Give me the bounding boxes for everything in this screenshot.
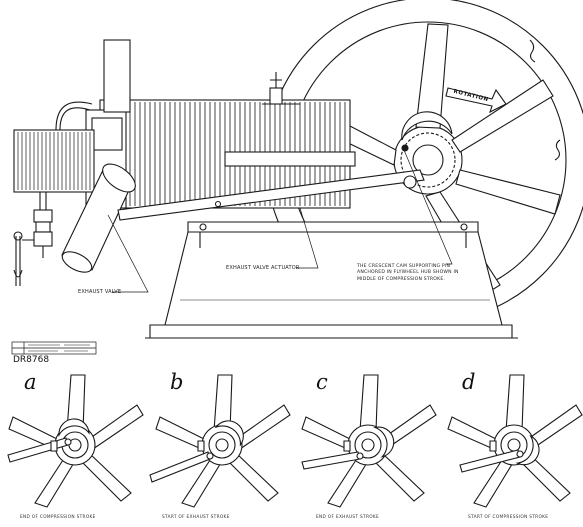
detail-view-c	[301, 374, 437, 508]
engine-base	[145, 221, 518, 339]
detail-caption-b: START OF EXHAUST STROKE	[162, 515, 230, 520]
crescent-cam-note: THE CRESCENT CAM SUPPORTING PIN ANCHORED…	[357, 264, 459, 282]
fuel-plumbing	[13, 101, 93, 286]
exhaust-valve-actuator-rod	[117, 169, 425, 221]
exhaust-valve-actuator-label: EXHAUST VALVE ACTUATOR	[226, 265, 300, 271]
detail-caption-d: START OF COMPRESSION STROKE	[468, 515, 549, 520]
drawing-number: DR8768	[13, 355, 50, 365]
detail-letter-d: d	[462, 370, 476, 394]
exhaust-valve-leader	[107, 214, 149, 293]
detail-views	[7, 374, 583, 508]
exhaust-valve-label: EXHAUST VALVE	[78, 289, 122, 295]
detail-view-a	[7, 374, 144, 508]
rotation-arrow	[445, 87, 507, 114]
detail-caption-c: END OF EXHAUST STROKE	[316, 515, 380, 520]
detail-view-b	[149, 374, 291, 508]
detail-letter-c: c	[316, 370, 328, 394]
detail-view-d	[447, 374, 583, 508]
crescent-leader	[403, 149, 453, 265]
cylinder	[13, 39, 356, 209]
exhaust-valve	[61, 163, 136, 273]
detail-caption-a: END OF COMPRESSION STROKE	[20, 515, 96, 520]
detail-letter-a: a	[24, 370, 37, 394]
actuator-leader	[296, 207, 319, 269]
detail-letter-b: b	[170, 370, 184, 394]
title-block	[11, 341, 97, 355]
